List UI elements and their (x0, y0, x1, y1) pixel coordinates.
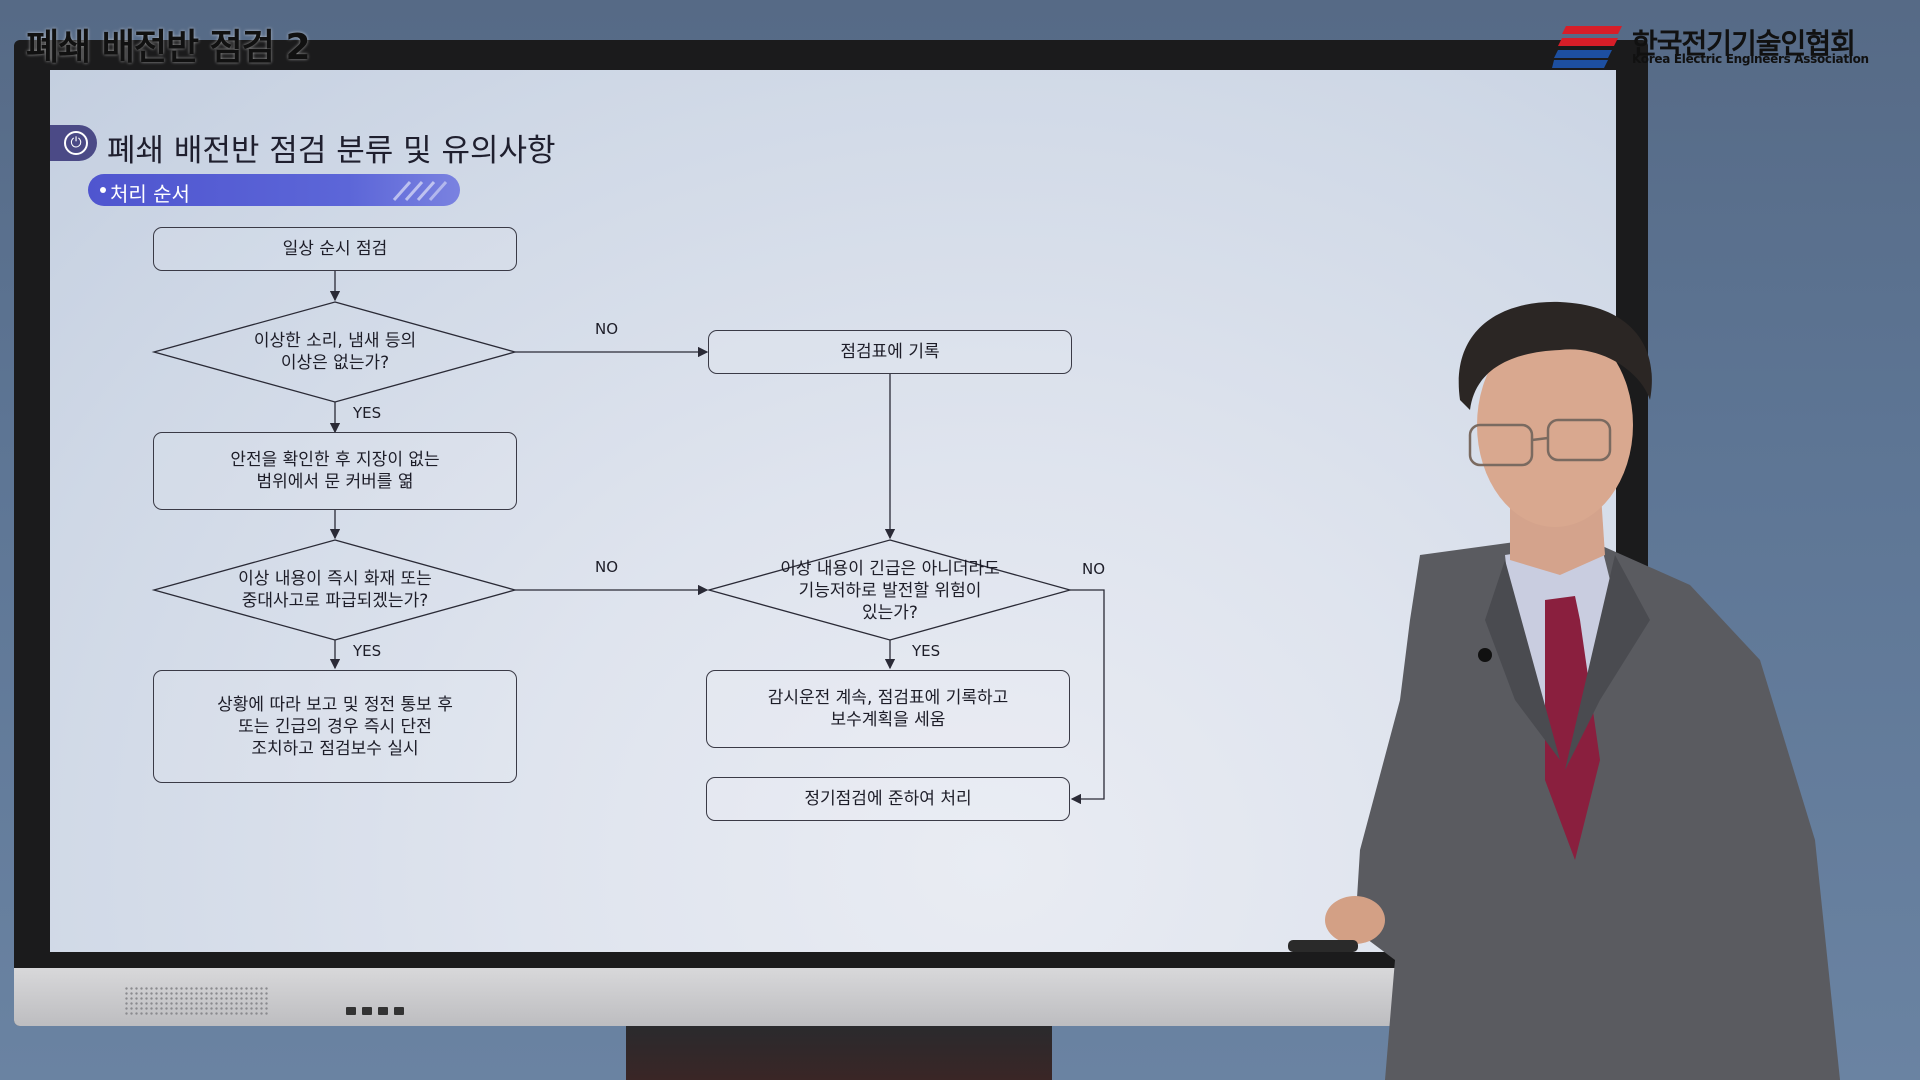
brand-subtitle: Korea Electric Engineers Association (1632, 52, 1869, 66)
section-subtitle-label: 처리 순서 (110, 182, 190, 206)
section-subtitle: 처리 순서 (88, 174, 460, 206)
speaker-grille-icon (124, 986, 270, 1016)
brand-name: 한국전기기술인협회 (1632, 27, 1856, 60)
heading-icon-badge: ⏻ (50, 125, 97, 161)
slide-title: 폐쇄 배전반 점검 분류 및 유의사항 (107, 133, 556, 169)
presentation-screen: ⏻ 폐쇄 배전반 점검 분류 및 유의사항 처리 순서 (50, 70, 1616, 952)
edge-label-yes-2: YES (353, 642, 382, 660)
plug-icon: ⏻ (64, 131, 88, 155)
brand-logo: 한국전기기술인협회 Korea Electric Engineers Assoc… (1552, 22, 1892, 72)
kea-logo-icon (1552, 26, 1622, 68)
record-box: 점검표에 기록 (708, 330, 1072, 374)
edge-label-yes-3: YES (912, 642, 941, 660)
flowchart-lines (151, 270, 1105, 805)
bullet-dot (100, 187, 106, 193)
io-ports-icon (346, 1000, 410, 1015)
periodic-box: 정기점검에 준하여 처리 (706, 777, 1070, 821)
edge-label-no-2: NO (595, 558, 619, 576)
open-cover-box: 안전을 확인한 후 지장이 없는 범위에서 문 커버를 엶 (153, 432, 517, 510)
video-title: 폐쇄 배전반 점검 2 (26, 27, 310, 68)
monitor-box: 감시운전 계속, 점검표에 기록하고 보수계획을 세움 (706, 670, 1070, 748)
edge-label-no-1: NO (595, 320, 619, 338)
stripe-decoration (392, 181, 448, 201)
decision-1-label: 이상한 소리, 냄새 등의 이상은 없는가? (253, 331, 417, 373)
decision-3-label: 이상 내용이 긴급은 아니더라도 기능저하로 발전할 위험이 있는가? (780, 559, 1000, 623)
monitor-stand (626, 1026, 1052, 1080)
decision-2-label: 이상 내용이 즉시 화재 또는 중대사고로 파급되겠는가? (238, 569, 432, 611)
edge-label-no-3: NO (1082, 560, 1106, 578)
report-box: 상황에 따라 보고 및 정전 통보 후 또는 긴급의 경우 즉시 단전 조치하고… (153, 670, 517, 783)
edge-label-yes-1: YES (353, 404, 382, 422)
flow-start-box: 일상 순시 점검 (153, 227, 517, 271)
